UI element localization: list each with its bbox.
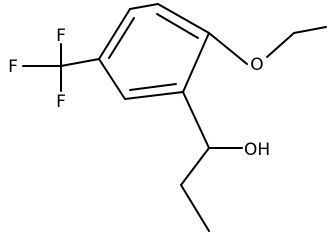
ring-bond-c1-c2 [157,3,210,34]
trifluoromethyl-group: F F F [8,26,100,112]
bond-ring-o [208,32,248,65]
ethoxy-group: O [208,26,327,75]
ether-oxygen-label: O [250,55,263,75]
ring-double-bond-c3-c4 [129,83,177,91]
ring-bond-c5-c6 [98,8,131,60]
hydroxypropyl-group: OH [180,91,270,232]
bond-ch2-ch3 [180,184,210,232]
bond-ring-choh [182,91,210,149]
ring-double-bond-c5-c6 [108,17,135,59]
ring-bond-c2-c3 [182,32,210,93]
bond-o-ch2 [266,32,295,58]
fluorine-top-label: F [56,26,66,46]
ring-bond-c6-c1 [129,3,159,10]
bond-c-ch2 [180,147,210,186]
benzene-ring [98,3,210,100]
fluorine-bottom-label: F [56,92,66,112]
bond-ch2-ch3 [293,26,327,34]
ring-double-bond-c1-c2 [156,13,199,39]
hydroxyl-label: OH [244,140,270,160]
fluorine-left-label: F [8,57,18,77]
ring-bond-c4-c5 [98,58,126,100]
ring-bond-c3-c4 [124,91,184,100]
bond-ring-cf3 [60,58,100,67]
